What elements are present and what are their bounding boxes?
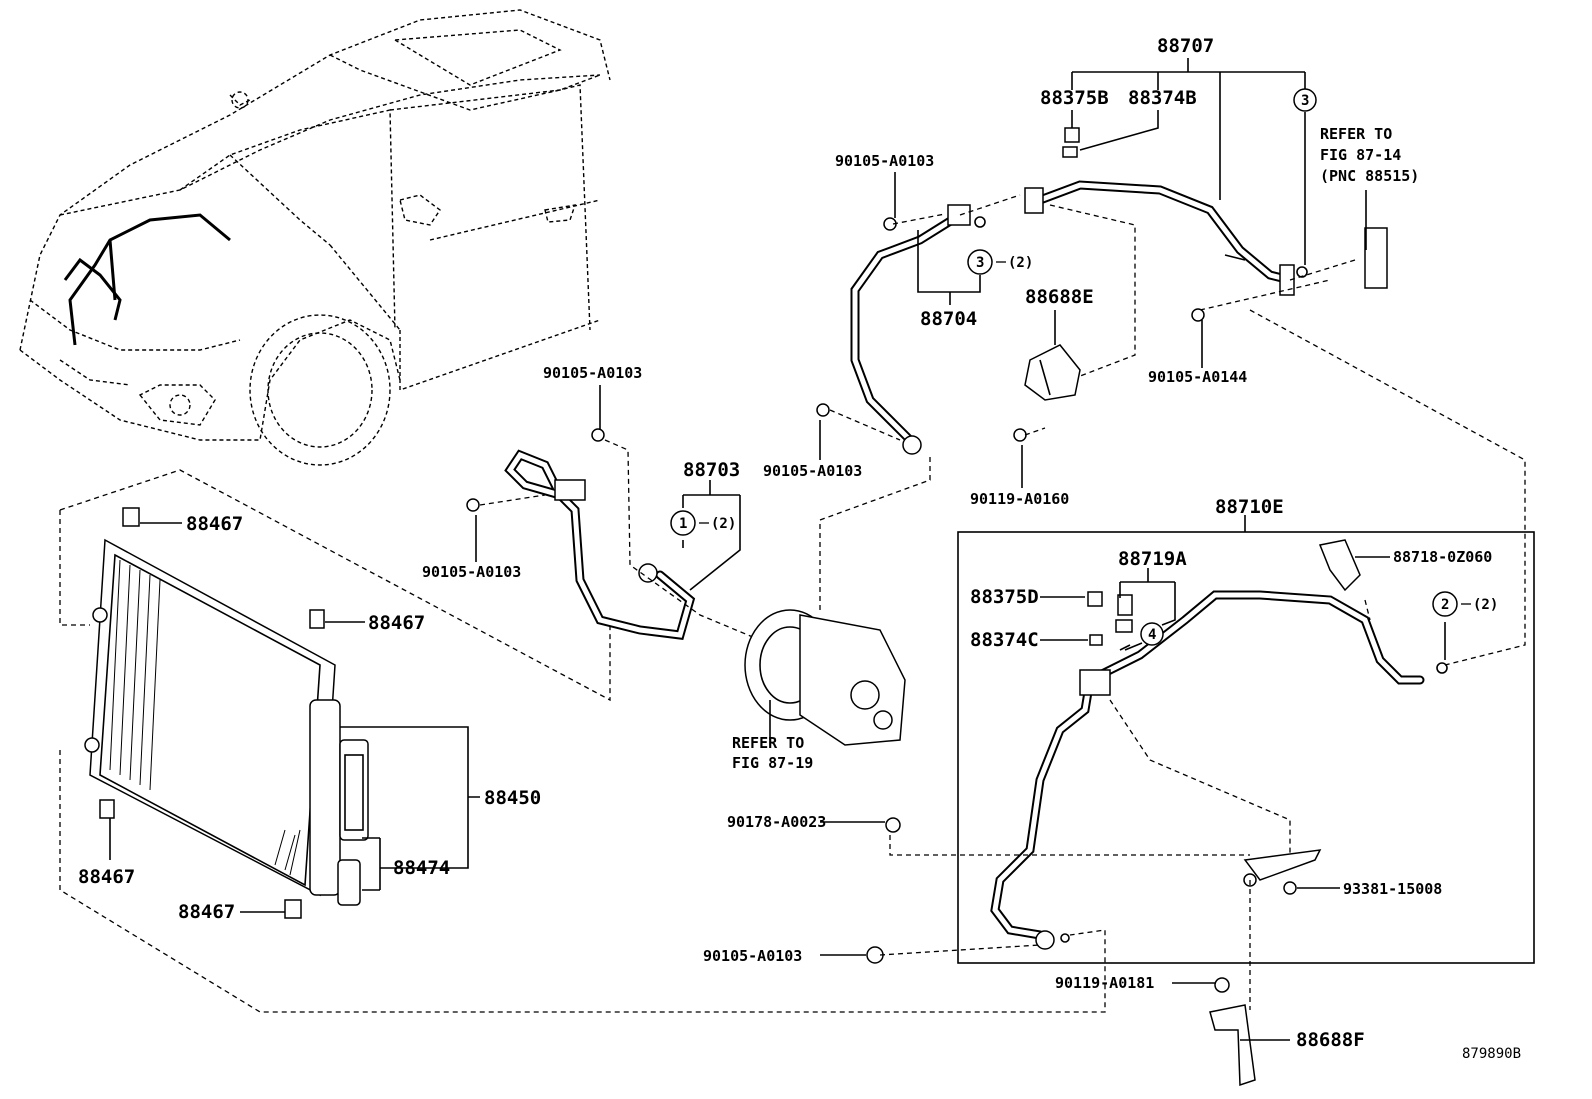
ref-87-19-line2: FIG 87-19 — [732, 754, 813, 772]
label-88703: 88703 — [683, 459, 740, 481]
label-88374b: 88374B — [1128, 87, 1197, 109]
callout-3-mid: 3 — [976, 255, 984, 271]
suction-hose — [816, 204, 986, 455]
label-88718-0z060: 88718-0Z060 — [1393, 548, 1492, 566]
label-90105-a0103-top: 90105-A0103 — [835, 152, 934, 170]
label-90178-a0023: 90178-A0023 — [727, 813, 826, 831]
label-88374c: 88374C — [970, 629, 1039, 651]
callout-4: 4 — [1148, 627, 1156, 643]
callout-2: 2 — [1441, 597, 1449, 613]
label-88467-c: 88467 — [78, 866, 135, 888]
compressor — [744, 455, 931, 746]
label-88688f: 88688F — [1296, 1029, 1365, 1051]
label-88375d: 88375D — [970, 586, 1039, 608]
condenser-assembly — [59, 469, 1106, 1013]
label-88707: 88707 — [1157, 35, 1214, 57]
label-90105-a0103-hose: 90105-A0103 — [763, 462, 862, 480]
liquid-line-box — [866, 531, 1535, 1087]
callout-1-qty: (2) — [711, 516, 736, 532]
label-90105-a0144: 90105-A0144 — [1148, 368, 1247, 386]
callout-2-qty: (2) — [1473, 597, 1498, 613]
ref-87-19-line1: REFER TO — [732, 734, 804, 752]
suction-pipe — [959, 127, 1526, 666]
label-88467-b: 88467 — [368, 612, 425, 634]
ref-87-14-line3: (PNC 88515) — [1320, 167, 1419, 185]
discharge-hose — [466, 428, 761, 641]
leader-lines — [109, 58, 1446, 1041]
label-90119-a0181: 90119-A0181 — [1055, 974, 1154, 992]
vehicle-outline — [19, 9, 611, 466]
ref-87-14-line1: REFER TO — [1320, 125, 1392, 143]
label-88719a: 88719A — [1118, 548, 1187, 570]
reference-notes: REFER TO FIG 87-14 (PNC 88515) REFER TO … — [732, 125, 1419, 772]
callout-labels: 3 3 (2) 1 (2) 2 (2) 4 — [679, 93, 1498, 643]
callout-circles — [670, 88, 1471, 646]
label-90119-a0160: 90119-A0160 — [970, 490, 1069, 508]
ref-87-14-line2: FIG 87-14 — [1320, 146, 1401, 164]
callout-3-qty: (2) — [1008, 255, 1033, 271]
label-88467-a: 88467 — [186, 513, 243, 535]
label-88688e: 88688E — [1025, 286, 1094, 308]
callout-3-top: 3 — [1301, 93, 1309, 109]
part-labels: 88707 88375B 88374B 90105-A0103 88704 88… — [78, 35, 1492, 1051]
label-88450: 88450 — [484, 787, 541, 809]
label-90105-a0103-mid: 90105-A0103 — [543, 364, 642, 382]
label-93381-15008: 93381-15008 — [1343, 880, 1442, 898]
label-88710e: 88710E — [1215, 496, 1284, 518]
diagram-id: 879890B — [1462, 1046, 1521, 1062]
callout-1: 1 — [679, 516, 687, 532]
label-88375b: 88375B — [1040, 87, 1109, 109]
label-90105-a0103-bot: 90105-A0103 — [703, 947, 802, 965]
bracket-88688e — [1013, 344, 1081, 442]
label-88474: 88474 — [393, 857, 450, 879]
label-90105-a0103-left: 90105-A0103 — [422, 563, 521, 581]
label-88704: 88704 — [920, 308, 977, 330]
label-88467-d: 88467 — [178, 901, 235, 923]
